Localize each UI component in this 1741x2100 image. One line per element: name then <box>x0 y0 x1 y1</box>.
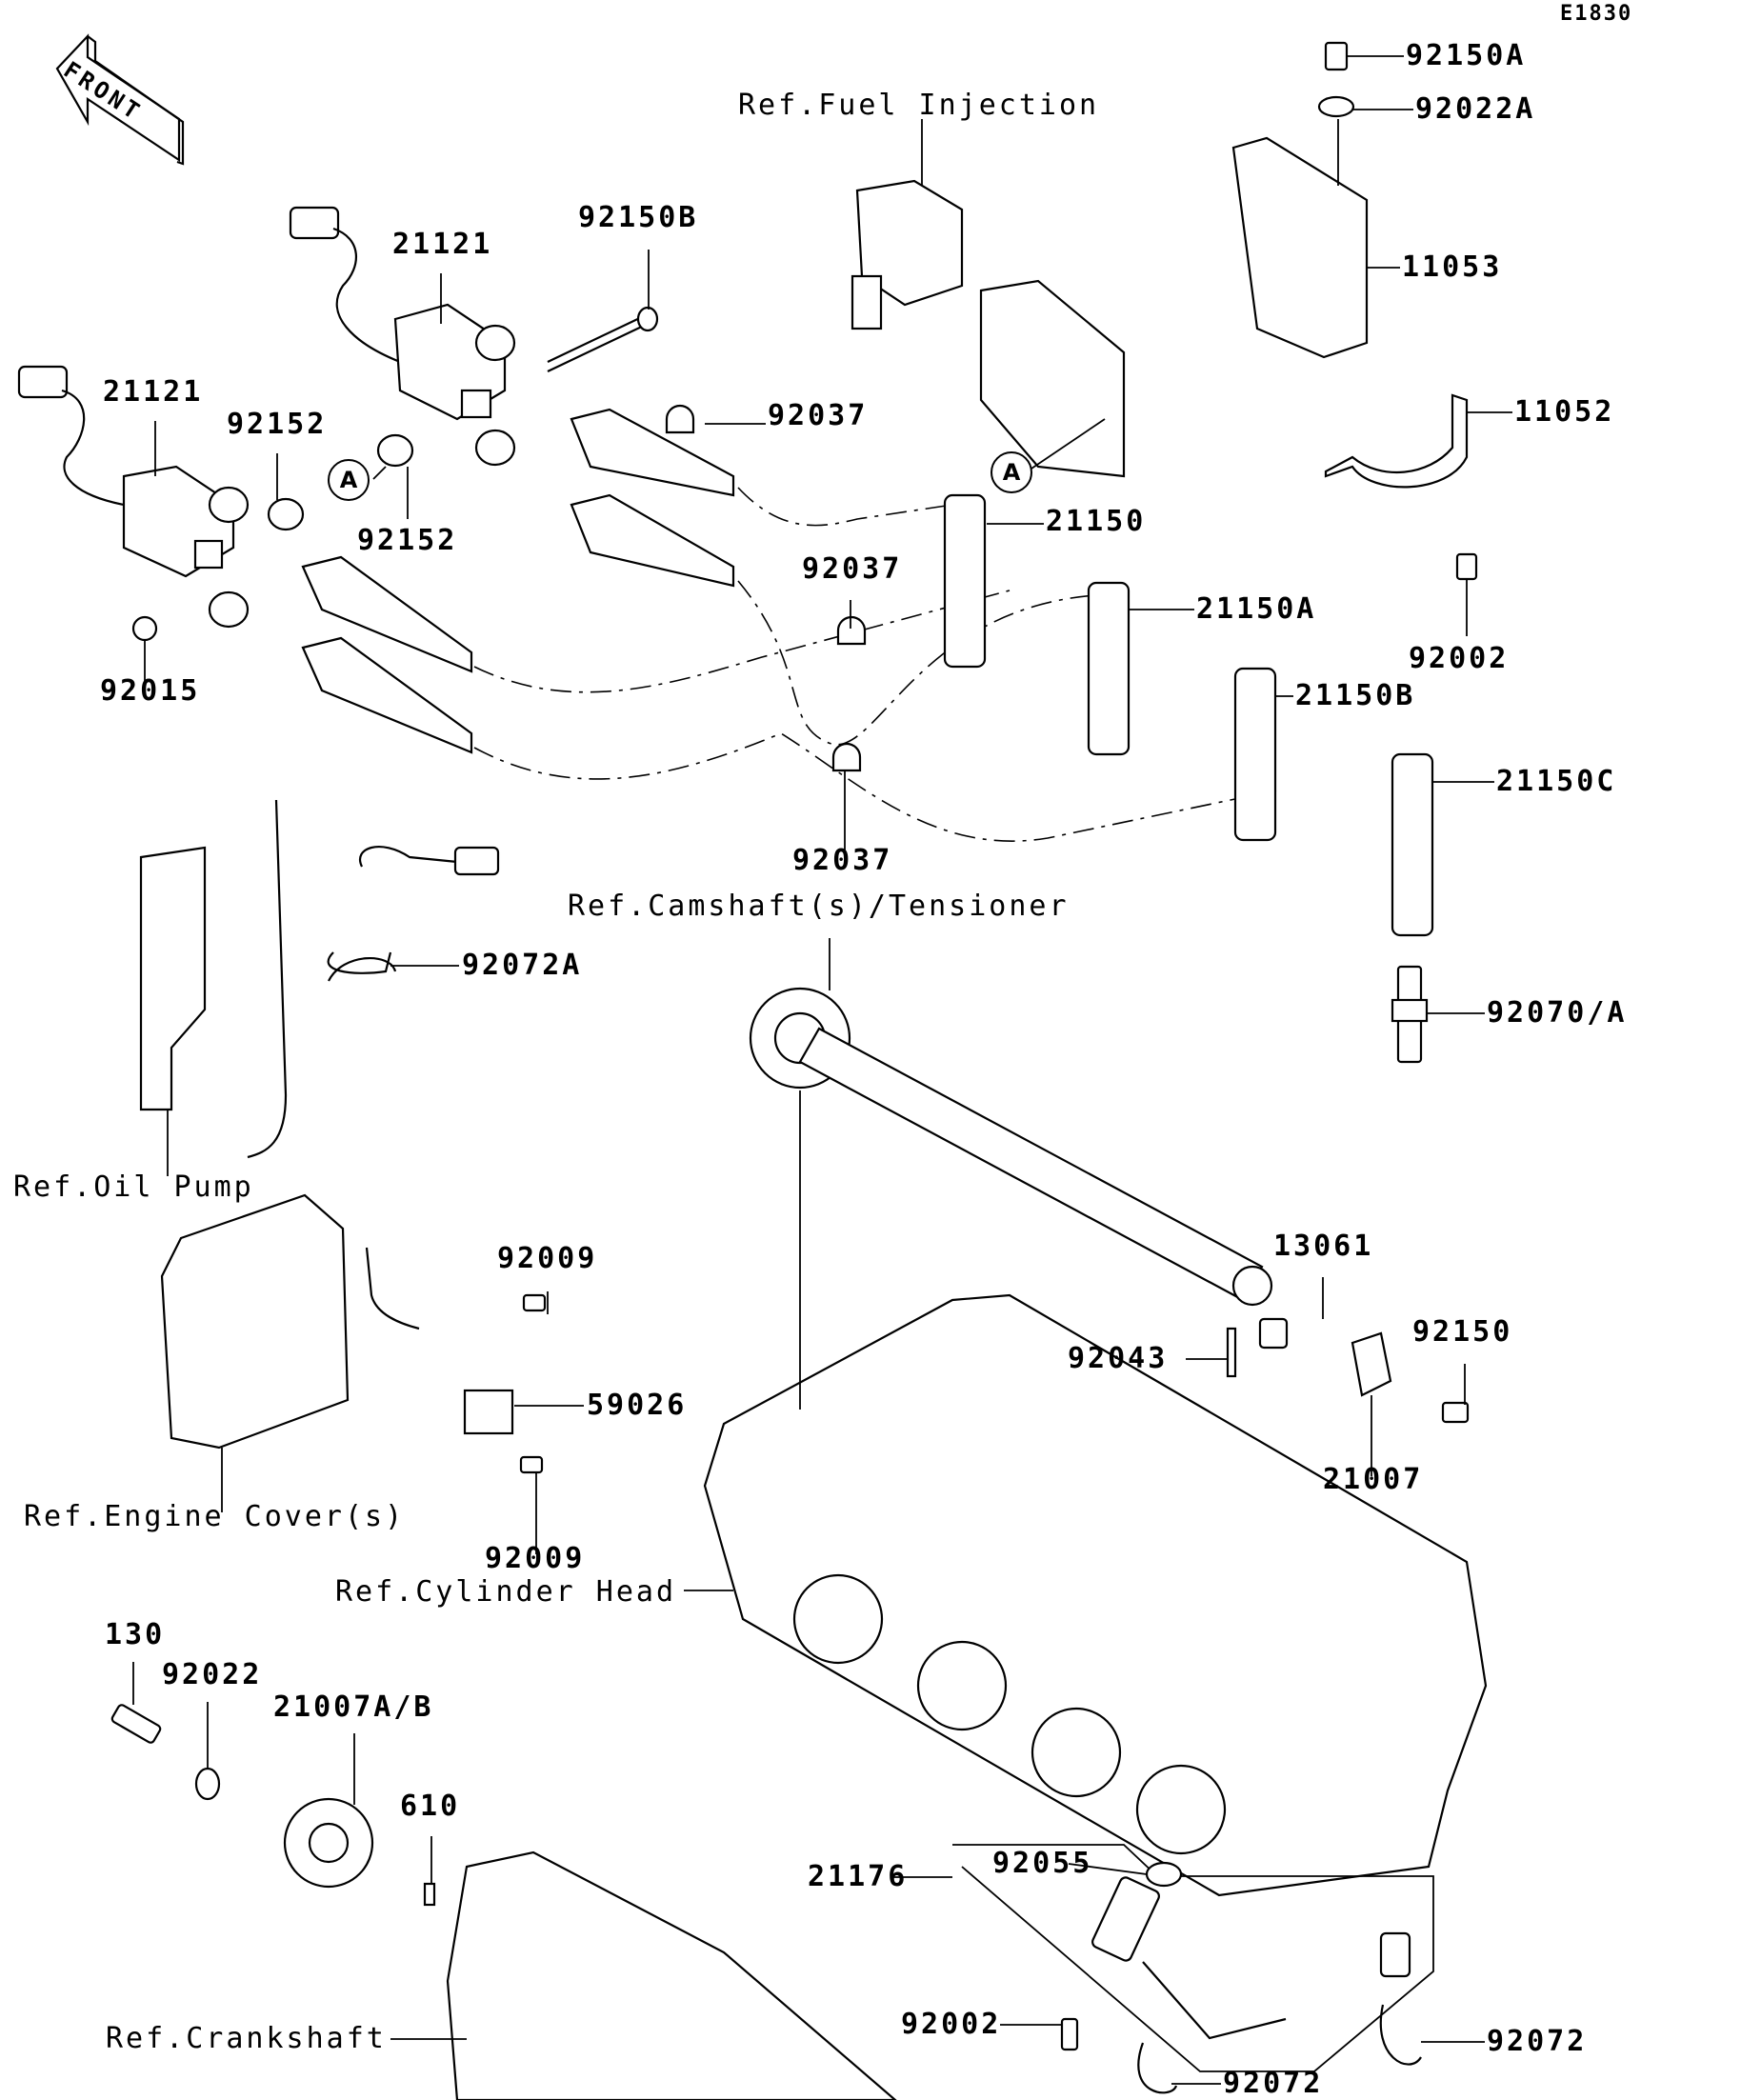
ref-fuel-injection[interactable]: Ref.Fuel Injection <box>738 89 1100 122</box>
part-label-11053[interactable]: 11053 <box>1402 250 1503 284</box>
part-label-92022[interactable]: 92022 <box>162 1658 263 1691</box>
part-label-92037-mid[interactable]: 92037 <box>802 552 903 586</box>
part-label-92070A[interactable]: 92070/A <box>1487 996 1628 1030</box>
part-label-92055[interactable]: 92055 <box>992 1847 1093 1880</box>
ignition-coil-lower <box>17 365 250 629</box>
part-label-92150[interactable]: 92150 <box>1412 1315 1513 1349</box>
part-label-92150B[interactable]: 92150B <box>578 201 699 234</box>
group-bracket-21176 <box>952 1844 1434 2072</box>
pickup-coil-59026 <box>463 1389 514 1435</box>
ref-engine-covers[interactable]: Ref.Engine Cover(s) <box>24 1500 406 1533</box>
bolt-130 <box>110 1704 162 1744</box>
stick-coils <box>943 493 1434 937</box>
washer-92022A <box>1317 95 1355 118</box>
part-label-21150[interactable]: 21150 <box>1046 505 1147 538</box>
pin-610 <box>423 1882 436 1907</box>
ignition-coil-upper <box>289 206 516 467</box>
part-label-610[interactable]: 610 <box>400 1790 461 1823</box>
part-label-92072-right[interactable]: 92072 <box>1487 2025 1588 2058</box>
fuel-injection-unit <box>850 119 964 330</box>
part-label-92009-upper[interactable]: 92009 <box>497 1242 598 1275</box>
crankshaft <box>446 1850 897 2100</box>
engine-cover <box>160 1193 350 1450</box>
part-label-92072A[interactable]: 92072A <box>462 949 583 982</box>
plug-leads <box>301 408 1277 842</box>
pin-92043 <box>1226 1327 1237 1378</box>
part-label-21150C[interactable]: 21150C <box>1496 765 1617 798</box>
sensor-connector <box>1379 1931 1411 1978</box>
bolt-92009-upper <box>522 1293 547 1312</box>
part-label-11052[interactable]: 11052 <box>1514 395 1615 429</box>
part-label-92022A[interactable]: 92022A <box>1415 92 1536 126</box>
bolt-92150A <box>1324 41 1349 71</box>
part-label-92015[interactable]: 92015 <box>100 674 201 708</box>
nut-92015 <box>131 615 158 642</box>
ref-cylinder-head[interactable]: Ref.Cylinder Head <box>335 1575 677 1609</box>
ref-crankshaft[interactable]: Ref.Crankshaft <box>106 2022 387 2055</box>
ref-camshaft-tensioner[interactable]: Ref.Camshaft(s)/Tensioner <box>568 890 1070 923</box>
clamp-92072A <box>327 951 392 974</box>
part-label-21007[interactable]: 21007 <box>1323 1463 1424 1496</box>
clamp-92037-mid <box>836 615 867 646</box>
sensor-lead <box>1142 1961 1287 2040</box>
bolt-92150B <box>547 306 659 372</box>
part-label-92150A[interactable]: 92150A <box>1406 39 1527 72</box>
part-label-21121-upper[interactable]: 21121 <box>392 228 493 261</box>
clamp-92072-right <box>1379 2004 1422 2066</box>
rotor-21007AB <box>283 1797 374 1889</box>
bracket-11053 <box>979 119 1369 478</box>
bolt-92002-lower <box>1060 2017 1079 2051</box>
part-label-92002-lower[interactable]: 92002 <box>901 2008 1002 2041</box>
clamp-92072-bottom <box>1137 2042 1178 2094</box>
part-label-92002-upper[interactable]: 92002 <box>1409 642 1510 675</box>
spacer-92152-lower <box>376 433 414 468</box>
part-label-92152-upper[interactable]: 92152 <box>227 408 328 441</box>
pickup-lead <box>365 1247 420 1330</box>
front-arrow-icon <box>55 33 185 166</box>
part-label-92043[interactable]: 92043 <box>1068 1342 1169 1375</box>
rotor-13061 <box>1258 1317 1289 1350</box>
diagram-code: E1830 <box>1560 2 1633 26</box>
callout-marker-a-right: A <box>991 451 1032 493</box>
bolt-92009-lower <box>519 1455 544 1474</box>
part-label-92037-top[interactable]: 92037 <box>768 399 869 432</box>
ref-oil-pump[interactable]: Ref.Oil Pump <box>13 1170 254 1204</box>
cylinder-head <box>703 1293 1488 1897</box>
clamp-92037-top <box>665 404 695 434</box>
washer-92022 <box>194 1767 221 1801</box>
oil-pump-parts <box>139 799 500 1159</box>
holder-11052 <box>1324 393 1469 489</box>
part-label-21150A[interactable]: 21150A <box>1196 592 1317 626</box>
part-label-59026[interactable]: 59026 <box>587 1389 688 1422</box>
rotor-21007 <box>1351 1331 1392 1397</box>
part-label-21150B[interactable]: 21150B <box>1295 679 1416 712</box>
part-label-92072-bottom[interactable]: 92072 <box>1223 2067 1324 2100</box>
camshaft <box>749 987 1273 1307</box>
part-label-92037-low[interactable]: 92037 <box>792 844 893 877</box>
spacer-92152-upper <box>267 497 305 531</box>
callout-marker-a-left: A <box>328 459 370 501</box>
part-label-130[interactable]: 130 <box>105 1618 166 1651</box>
part-label-13061[interactable]: 13061 <box>1273 1230 1374 1263</box>
clamp-92037-low <box>831 742 862 772</box>
part-label-21121-lower[interactable]: 21121 <box>103 375 204 409</box>
part-label-21007AB[interactable]: 21007A/B <box>273 1690 434 1724</box>
crank-sensor <box>1091 1876 1160 1962</box>
part-label-92152-lower[interactable]: 92152 <box>357 524 458 557</box>
bolt-92150 <box>1441 1401 1470 1424</box>
oring-92055 <box>1145 1861 1183 1888</box>
spark-plug <box>1391 965 1429 1064</box>
part-label-21176[interactable]: 21176 <box>808 1860 909 1893</box>
leader-lines <box>132 55 1512 2085</box>
bolt-92002-upper <box>1455 552 1478 581</box>
part-label-92009-lower[interactable]: 92009 <box>485 1542 586 1575</box>
